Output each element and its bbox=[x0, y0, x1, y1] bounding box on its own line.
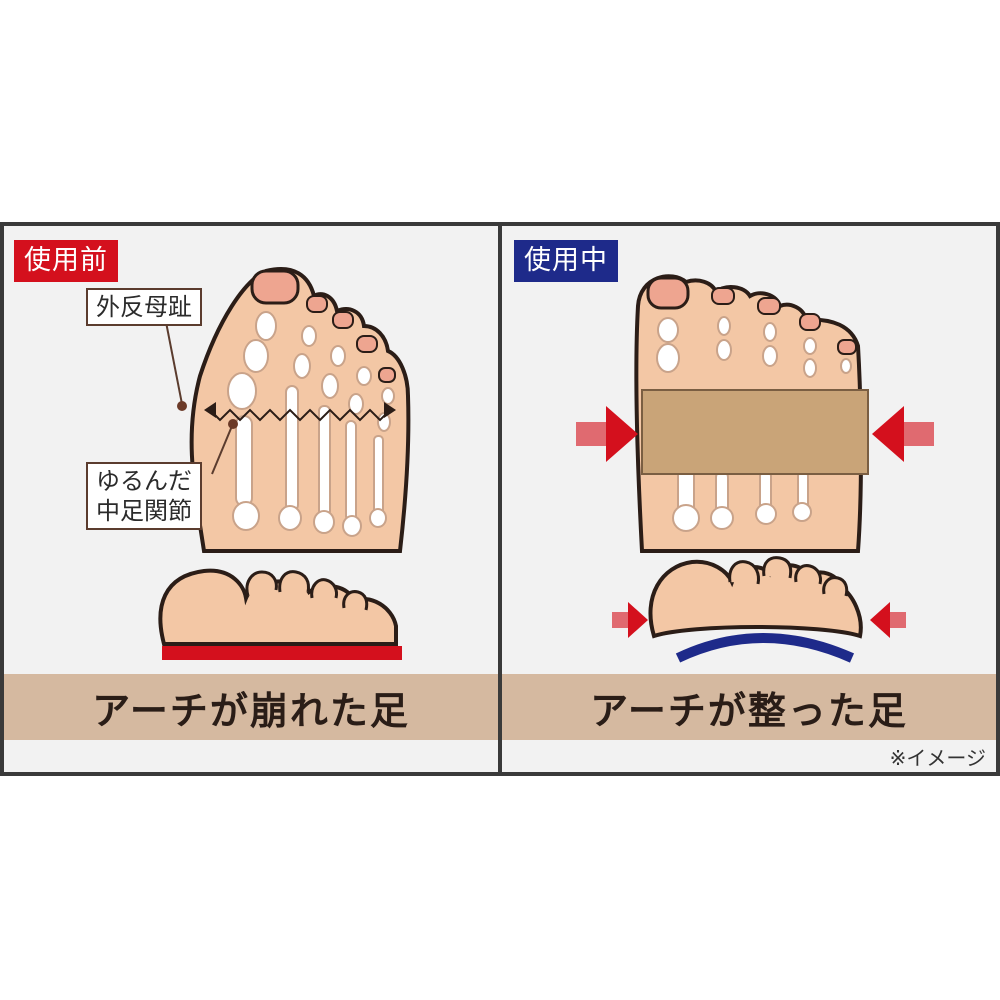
support-tape bbox=[641, 389, 869, 475]
during-caption-band: アーチが整った足 bbox=[502, 674, 996, 740]
aligned-foot-illustration bbox=[576, 274, 934, 663]
flat-ground-bar bbox=[162, 646, 402, 660]
arched-front-foot bbox=[648, 556, 863, 663]
arrow-right-icon bbox=[576, 406, 638, 462]
before-caption: アーチが崩れた足 bbox=[92, 688, 410, 733]
during-badge: 使用中 bbox=[514, 240, 618, 282]
loose-joint-line2: 中足関節 bbox=[96, 497, 192, 525]
before-badge: 使用前 bbox=[14, 240, 118, 282]
before-caption-band: アーチが崩れた足 bbox=[4, 674, 498, 740]
flat-front-foot bbox=[158, 568, 402, 660]
arrow-left-icon bbox=[872, 406, 934, 462]
bunion-foot-illustration bbox=[158, 267, 411, 660]
during-panel: 使用中 アーチが整った足 ※イメージ bbox=[498, 222, 1000, 776]
before-panel: 使用前 外反母趾 ゆるんだ 中足関節 アーチが崩れた足 bbox=[0, 222, 502, 776]
small-arrow-right-icon bbox=[612, 602, 648, 638]
image-note: ※イメージ bbox=[889, 746, 986, 770]
loose-joint-callout: ゆるんだ 中足関節 bbox=[86, 462, 202, 530]
small-arrow-left-icon bbox=[870, 602, 906, 638]
loose-joint-line1: ゆるんだ bbox=[96, 467, 192, 495]
arch-bar bbox=[675, 633, 855, 663]
bunion-callout: 外反母趾 bbox=[86, 288, 202, 326]
during-caption: アーチが整った足 bbox=[590, 688, 908, 733]
